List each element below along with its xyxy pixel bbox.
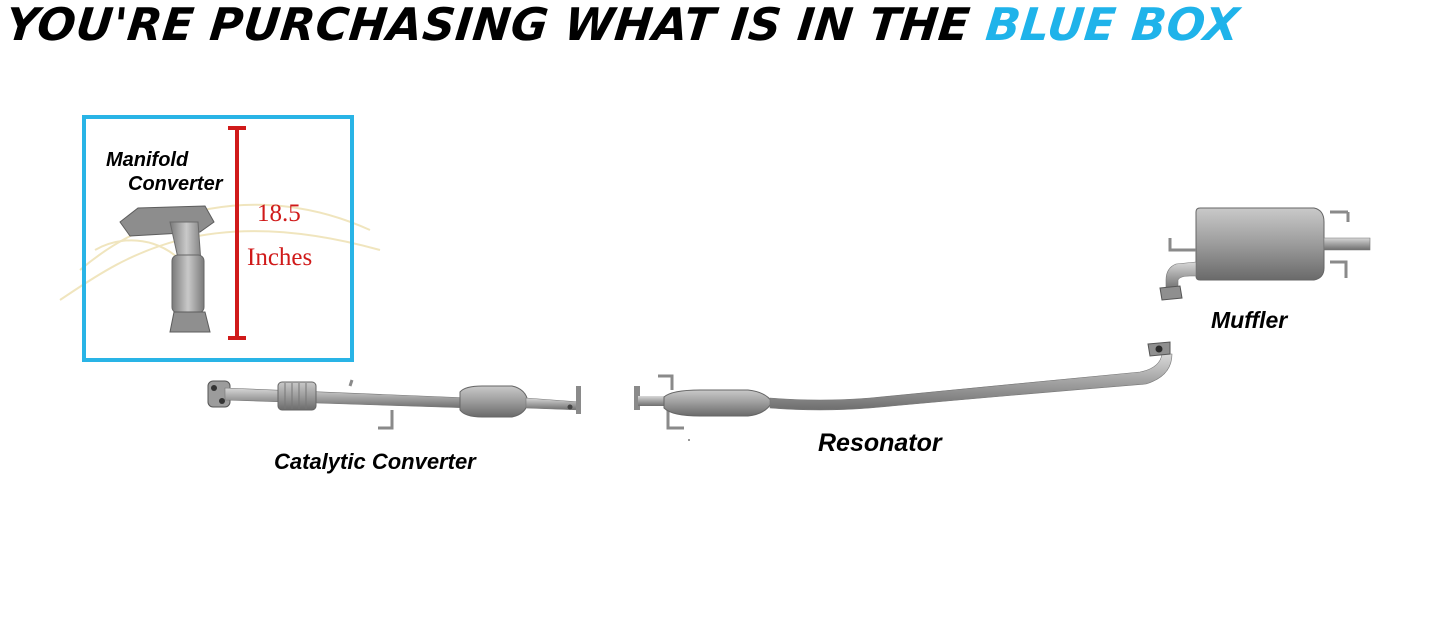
blue-box-highlight	[82, 115, 354, 362]
muffler-part	[1159, 207, 1371, 301]
catalytic-converter-label: Catalytic Converter	[274, 449, 476, 474]
manifold-label-line1: Manifold	[106, 149, 189, 171]
manifold-label-line2: Converter	[128, 173, 223, 195]
manifold-converter-label: Manifold Converter	[106, 148, 222, 196]
measurement-value: 18.5	[257, 200, 301, 227]
resonator-part	[634, 341, 1173, 441]
catalytic-converter-part	[207, 379, 581, 430]
resonator-label: Resonator	[818, 429, 942, 457]
measurement-unit: Inches	[247, 244, 313, 271]
muffler-label: Muffler	[1211, 307, 1288, 333]
measurement-line	[228, 126, 246, 340]
manifold-converter-part	[119, 205, 215, 333]
